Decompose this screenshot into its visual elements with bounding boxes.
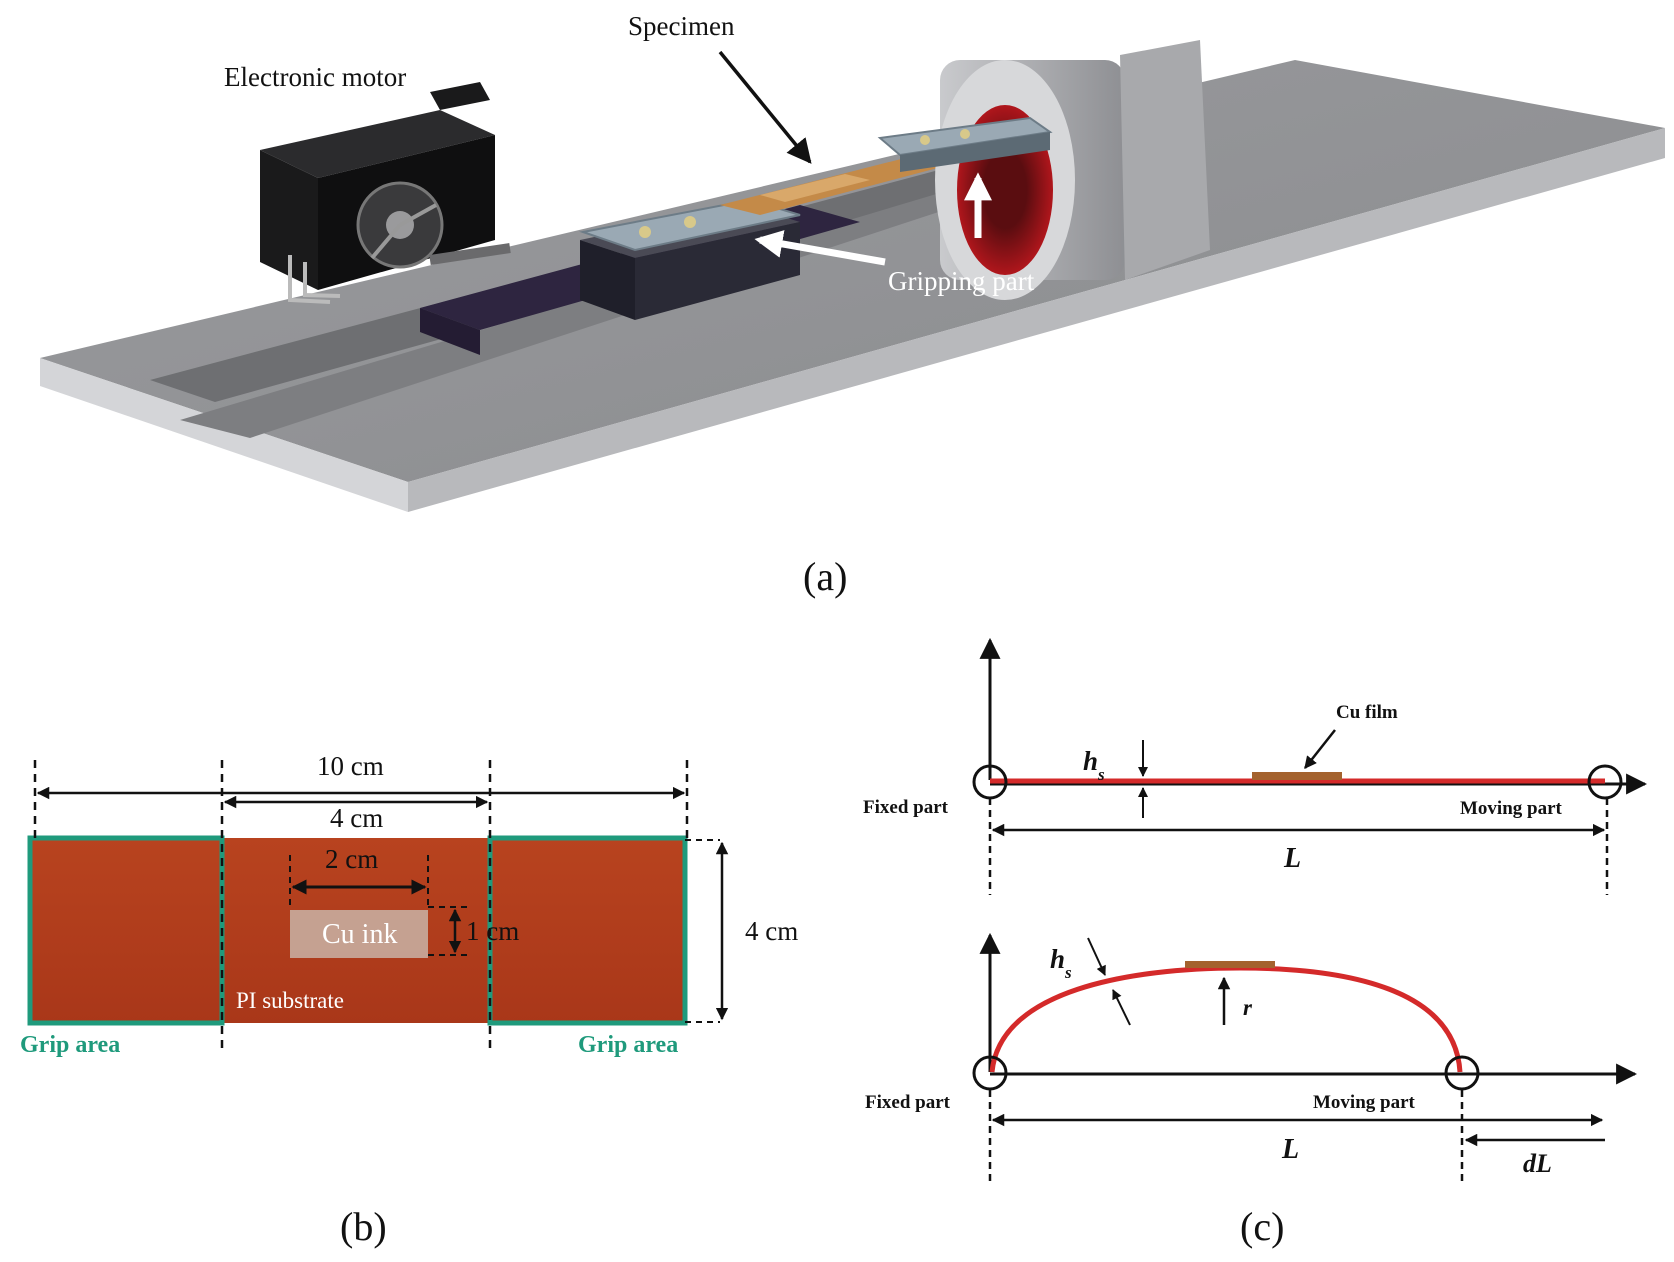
bottom-hs-arrow-down: [1087, 937, 1106, 976]
bottom-moving-label: Moving part: [1313, 1092, 1416, 1113]
grip-area-right-label: Grip area: [578, 1032, 678, 1058]
grip-arrow-left: [754, 230, 886, 266]
bottom-fixed-pin: [972, 1055, 1008, 1091]
top-cu-film-label: Cu film: [1336, 702, 1398, 723]
top-cu-film: [1252, 772, 1342, 780]
dim-10cm-label: 10 cm: [317, 751, 384, 781]
bottom-cu-film: [1185, 961, 1275, 968]
bottom-moving-pin: [1444, 1055, 1480, 1091]
bottom-length-label: L: [1281, 1134, 1299, 1165]
pi-substrate-label: PI substrate: [236, 988, 344, 1013]
bottom-hs-arrow-up: [1112, 989, 1131, 1026]
bottom-hs-label: hs: [1050, 944, 1072, 982]
moving-grip: [579, 198, 801, 320]
top-moving-pin: [1587, 764, 1623, 800]
motor-label: Electronic motor: [224, 62, 406, 92]
dim-1cm-label: 1 cm: [466, 916, 519, 946]
cu-ink-patch: [290, 910, 428, 958]
panel-c-top: Cu film hs Fixed part Moving part L: [863, 637, 1648, 895]
base-plate-top: [40, 60, 1665, 482]
caption-c: (c): [1240, 1204, 1284, 1249]
caption-a: (a): [803, 554, 847, 599]
specimen-arrow: [718, 50, 812, 164]
carriage-front: [420, 308, 480, 355]
dim-2cm-label: 2 cm: [325, 844, 378, 874]
specimen-label: Specimen: [628, 11, 735, 41]
cu-ink-label: Cu ink: [322, 919, 397, 950]
specimen-ink: [760, 174, 870, 202]
top-length-label: L: [1283, 843, 1301, 874]
caption-b: (b): [340, 1204, 387, 1249]
gripping-part-label: Gripping part: [888, 266, 1035, 296]
top-hs-label: hs: [1083, 746, 1105, 784]
base-plate-front: [40, 358, 408, 512]
fixed-grip: [877, 116, 1053, 172]
panel-a-rig: Electronic motor Specimen Gripping part …: [40, 11, 1665, 599]
drum-housing: [935, 40, 1210, 300]
dim-height-label: 4 cm: [745, 916, 798, 946]
panel-b-specimen: 10 cm 4 cm 2 cm 1 cm 4 cm Cu ink PI subs…: [20, 751, 798, 1249]
dim-4cm-label: 4 cm: [330, 803, 383, 833]
bottom-radius-label: r: [1243, 995, 1253, 1020]
bottom-fixed-label: Fixed part: [865, 1092, 951, 1113]
grip-area-left-label: Grip area: [20, 1032, 120, 1058]
bent-specimen-curve: [989, 965, 1463, 1073]
panel-c-bottom: hs r Fixed part Moving part L dL (c): [865, 932, 1638, 1249]
electronic-motor: [260, 82, 511, 304]
top-fixed-label: Fixed part: [863, 797, 949, 818]
bottom-dl-label: dL: [1523, 1149, 1552, 1178]
top-moving-label: Moving part: [1460, 798, 1563, 819]
top-film-arrow: [1304, 729, 1336, 769]
base-plate-side: [408, 128, 1665, 512]
